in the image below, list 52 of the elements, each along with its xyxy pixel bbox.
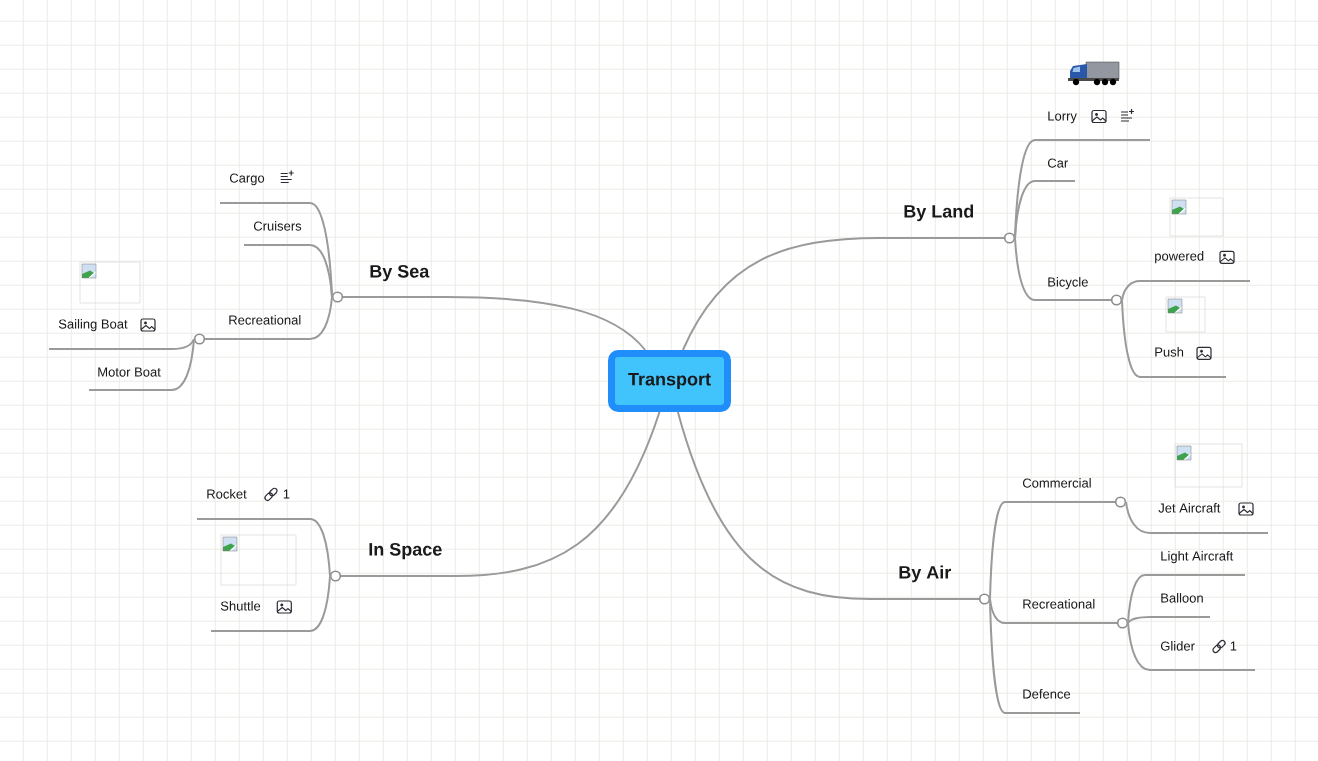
branch-topic: By Sea: [331, 264, 446, 303]
topic: Light Aircraft: [1144, 551, 1246, 576]
topic: Sailing Boat: [48, 319, 173, 350]
node-label: Recreational: [229, 315, 301, 325]
topic: Cruisers: [243, 221, 311, 246]
connector-line: [454, 411, 661, 577]
connector-line: [1127, 622, 1151, 671]
topic: powered: [1139, 251, 1251, 282]
topic: Shuttle: [210, 601, 311, 632]
connector-line: [171, 338, 195, 350]
connector-line: [1127, 574, 1146, 624]
topic: Balloon: [1149, 593, 1211, 618]
topic: Commercial: [1004, 478, 1127, 508]
connector-line: [309, 575, 331, 632]
node-label: Recreational: [1023, 599, 1095, 609]
topic: Motor Boat: [88, 367, 173, 391]
node-label: By Land: [904, 204, 974, 222]
connector-line: [309, 296, 333, 340]
connector-line: [676, 411, 871, 600]
central-topic: Transport: [608, 350, 731, 412]
connector-line: [1125, 501, 1151, 534]
connector-line: [309, 244, 333, 298]
topic: Rocket 1: [196, 489, 311, 520]
node-label: Bicycle: [1048, 277, 1088, 290]
node-label: By Sea: [370, 264, 430, 282]
branch-topic: By Air: [869, 565, 991, 605]
topic: Glider 1: [1149, 641, 1256, 671]
topic: Defence: [1004, 689, 1081, 714]
connector-line: [1014, 237, 1036, 301]
connector-line: [309, 518, 331, 577]
branch-topic: In Space: [329, 542, 456, 582]
connector-line: [444, 296, 647, 351]
topic: Jet Aircraft: [1149, 503, 1269, 534]
topic: Car: [1034, 158, 1076, 182]
node-label: In Space: [369, 542, 442, 560]
node-label: Commercial: [1022, 478, 1091, 488]
topic: Cargo: [219, 173, 311, 204]
branch-topic: By Land: [879, 204, 1016, 244]
topic: Bicycle: [1034, 277, 1123, 306]
connector-line: [989, 501, 1006, 600]
connector-line: [1121, 280, 1141, 301]
topic: Push: [1139, 347, 1227, 378]
topic: Recreational: [193, 315, 311, 345]
connector-line: [1127, 616, 1151, 624]
node-label: By Air: [899, 565, 951, 583]
topic: Lorry: [1034, 111, 1151, 141]
connector-line: [1121, 299, 1141, 378]
connector-line: [171, 338, 195, 391]
connector-line: [681, 237, 881, 351]
connector-line: [989, 598, 1006, 714]
topic: Recreational: [1004, 599, 1129, 629]
connector-line: [1014, 180, 1036, 239]
